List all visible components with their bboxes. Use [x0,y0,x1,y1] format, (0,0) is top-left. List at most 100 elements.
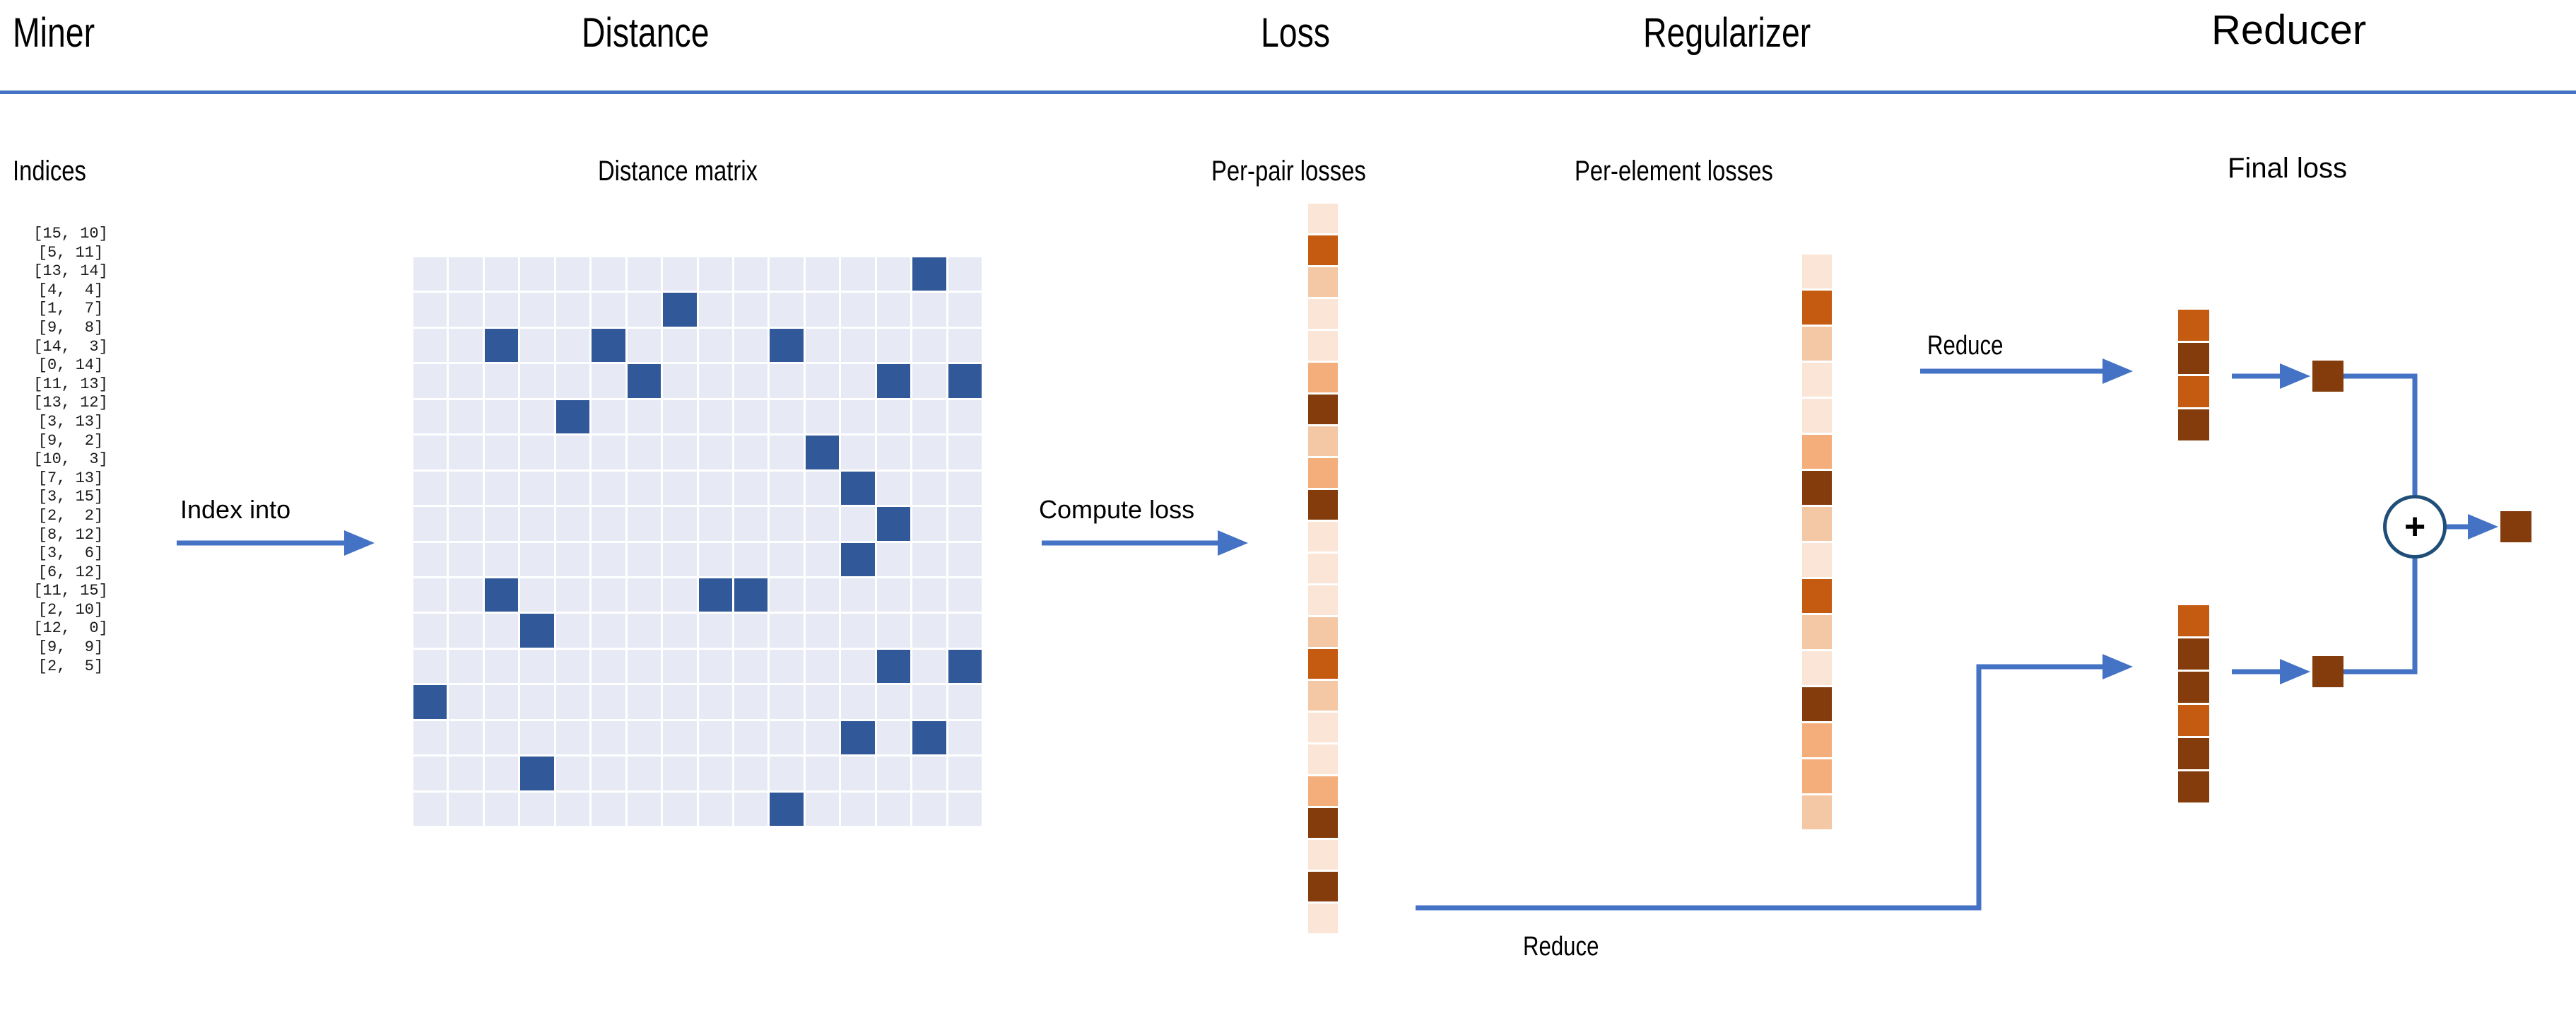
matrix-cell [520,399,554,434]
matrix-cell-active [520,757,554,790]
index-pair-row: [13, 12] [33,394,108,412]
matrix-cell [734,792,768,826]
per-element-loss-cell [1802,759,1832,793]
matrix-cell [449,685,483,719]
per-pair-loss-cell [1308,872,1338,901]
matrix-cell [555,757,590,790]
matrix-cell [484,507,519,541]
matrix-cell-active [770,792,804,826]
matrix-cell [770,578,804,612]
matrix-cell [841,507,875,541]
matrix-cell [555,792,590,826]
matrix-cell [734,293,768,327]
matrix-cell [555,257,590,291]
arrow-index-into [177,530,375,556]
reduced-loss-cell [2178,605,2209,636]
matrix-cell [876,614,911,648]
matrix-cell [841,649,875,684]
matrix-cell [627,328,661,363]
per-pair-loss-cell [1308,395,1338,424]
section-title-miner: Miner [13,10,95,56]
matrix-cell [592,542,625,576]
per-pair-loss-cell [1308,649,1338,679]
matrix-cell [520,720,554,755]
matrix-cell [627,757,661,790]
matrix-cell-active [663,293,697,327]
matrix-cell [734,757,768,790]
index-pair-row: [4, 4] [37,281,104,299]
matrix-cell [698,792,732,826]
matrix-cell [520,436,554,469]
matrix-cell [698,257,732,291]
matrix-cell-active [876,364,911,398]
reduced-loss-cell [2178,771,2209,802]
matrix-cell [663,720,697,755]
matrix-cell [912,507,946,541]
matrix-cell [413,649,447,684]
matrix-cell [449,257,483,291]
index-pair-row: [2, 10] [37,600,104,619]
matrix-cell [876,257,911,291]
matrix-cell [555,471,590,506]
index-pair-row: [3, 15] [37,488,104,506]
matrix-cell [770,614,804,648]
matrix-cell [948,399,982,434]
reduced-loss-cell [2178,343,2209,374]
matrix-cell [734,257,768,291]
matrix-cell [734,364,768,398]
matrix-cell-active [484,328,519,363]
matrix-cell [592,507,625,541]
per-pair-loss-cell [1308,426,1338,456]
matrix-cell [734,685,768,719]
matrix-cell [592,685,625,719]
matrix-cell [484,364,519,398]
matrix-cell [592,364,625,398]
per-element-loss-cell [1802,363,1832,397]
per-element-loss-cell [1802,255,1832,288]
arrow-label-index-into: Index into [180,495,291,524]
matrix-cell [555,293,590,327]
matrix-cell-active [876,507,911,541]
matrix-cell-active [627,364,661,398]
index-pair-row: [10, 3] [33,450,108,469]
matrix-cell-active [948,649,982,684]
reduced-loss-cell [2178,672,2209,703]
matrix-cell [948,293,982,327]
matrix-cell [805,293,840,327]
caption-indices: Indices [13,156,86,187]
caption-per-pair-losses: Per-pair losses [1211,156,1366,187]
matrix-cell [520,685,554,719]
matrix-cell [413,257,447,291]
arrow-plus-to-final-loss [2447,514,2498,539]
matrix-cell [698,364,732,398]
matrix-cell [734,720,768,755]
matrix-cell [948,542,982,576]
per-pair-loss-cell [1308,235,1338,265]
matrix-cell [841,757,875,790]
matrix-cell [592,471,625,506]
matrix-cell [449,293,483,327]
matrix-cell [520,293,554,327]
matrix-cell [555,328,590,363]
matrix-cell [770,471,804,506]
matrix-cell [449,792,483,826]
matrix-cell [555,436,590,469]
matrix-cell [627,399,661,434]
arrow-compute-loss [1042,530,1248,556]
matrix-cell [627,471,661,506]
matrix-cell-active [876,649,911,684]
matrix-cell [912,436,946,469]
matrix-cell [912,399,946,434]
matrix-cell [413,293,447,327]
matrix-cell [484,685,519,719]
matrix-cell [948,471,982,506]
matrix-cell [413,614,447,648]
per-pair-loss-cell [1308,745,1338,774]
matrix-cell [734,436,768,469]
section-title-loss: Loss [1261,10,1331,56]
final-loss-box [2500,511,2531,542]
matrix-cell [592,792,625,826]
matrix-cell [520,649,554,684]
matrix-cell [663,792,697,826]
per-element-losses-strip [1802,255,1832,829]
